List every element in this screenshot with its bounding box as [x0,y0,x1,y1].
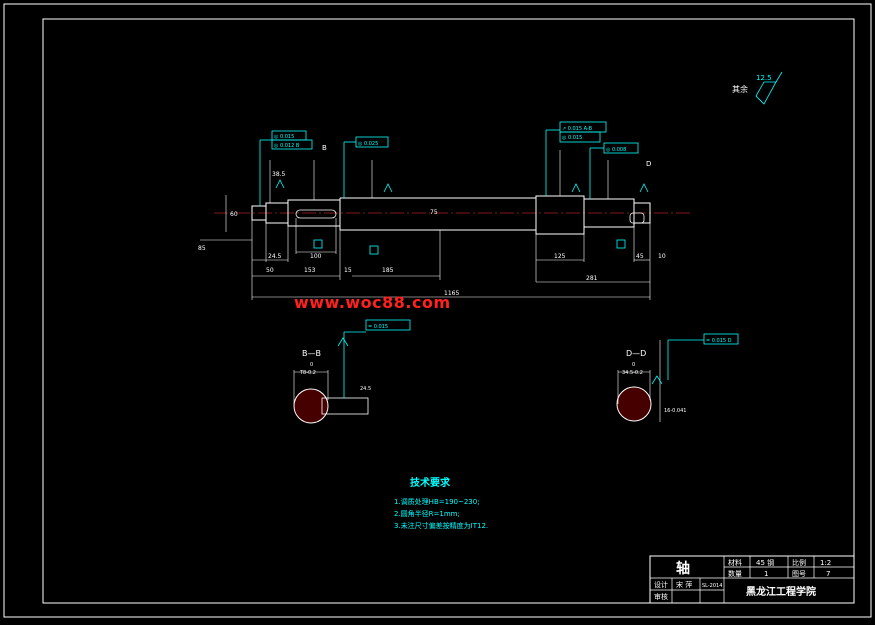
datum-d-label: D [646,160,651,168]
section-b-side: 24.5 [360,386,371,392]
tol-frame: = 0.015 D [706,338,732,344]
section-d-depth: 0 [632,362,635,368]
section-b-width: T8-0.2 [299,370,316,376]
tol-frame: ◎ 0.008 [606,147,626,153]
section-d-title: D—D [626,349,646,358]
section-b [293,319,411,424]
section-d-width: 34.5-0.2 [622,370,643,376]
dim-label: 1165 [444,290,459,297]
material-value: 45 钢 [756,558,774,567]
keyway-left [295,209,337,219]
material-label: 材料 [728,558,742,567]
section-b-depth: 0 [310,362,313,368]
dimension-labels: 50 24.5 100 153 15 185 125 45 10 281 116… [198,171,666,297]
drawing-no-value: 7 [826,570,830,578]
review-label: 审核 [654,592,668,601]
qty-label: 数量 [728,569,742,578]
outer-frame [3,3,872,618]
part-name: 轴 [676,560,690,577]
diameter-leaders [269,150,609,203]
school-name: 黑龙江工程学院 [746,585,816,598]
title-block: 轴 材料 45 钢 比例 1:2 数量 1 图号 7 设计 宋 萍 SL-201… [649,555,855,604]
dim-label: 185 [382,267,394,274]
section-b-title: B—B [302,349,321,358]
dim-label: 100 [310,253,322,260]
tol-frame: = 0.015 [368,324,388,330]
tolerance-frame-labels: ◎ 0.015 ◎ 0.012 B ◎ 0.025 ◎ 0.015 ↗ 0.01… [274,126,732,344]
tol-frame: ◎ 0.015 [274,134,294,140]
tech-req-item: 3.未注尺寸偏差按精度为IT12. [394,521,488,530]
tech-req-title: 技术要求 [410,476,451,489]
scale-value: 1:2 [820,559,831,567]
drawing-no-label: 图号 [792,570,806,578]
keyway-right [629,212,645,224]
tolerance-annotations [259,71,783,255]
dim-label: 50 [266,267,274,274]
tol-frame: ◎ 0.025 [358,141,378,147]
design-label: 设计 [654,580,668,589]
dim-label: 38.5 [272,171,286,178]
dimension-lines [200,195,651,300]
dim-label: 125 [554,253,566,260]
roughness-value: 12.5 [756,74,772,82]
qty-value: 1 [764,570,768,578]
shaft-outline [251,195,651,235]
section-d [616,333,739,422]
dim-label: 75 [430,209,438,216]
tol-frame: ◎ 0.015 [562,135,582,141]
tol-frame: ◎ 0.012 B [274,143,300,149]
section-d-side: 16-0.041 [664,408,686,414]
tech-requirements: 技术要求 1.调质处理HB=190~230; 2.圆角半径R=1mm; 3.未注… [394,476,488,530]
watermark: www.woc88.com [294,293,451,312]
tol-frame: ↗ 0.015 A-B [562,126,593,132]
tech-req-item: 2.圆角半径R=1mm; [394,509,460,518]
dim-label: 24.5 [268,253,282,260]
drawing-code: SL-2014 [702,583,722,589]
scale-label: 比例 [792,558,806,567]
dim-label: 85 [198,245,206,252]
roughness-label: 其余 [732,84,748,94]
dim-label: 10 [658,253,666,260]
dim-label: 281 [586,275,598,282]
dim-label: 45 [636,253,644,260]
designer: 宋 萍 [676,580,692,589]
tech-req-item: 1.调质处理HB=190~230; [394,497,480,506]
dim-label: 153 [304,267,316,274]
inner-frame [42,18,855,604]
dim-label: 15 [344,267,352,274]
datum-b-label: B [322,144,327,152]
dim-label: 60 [230,211,238,218]
